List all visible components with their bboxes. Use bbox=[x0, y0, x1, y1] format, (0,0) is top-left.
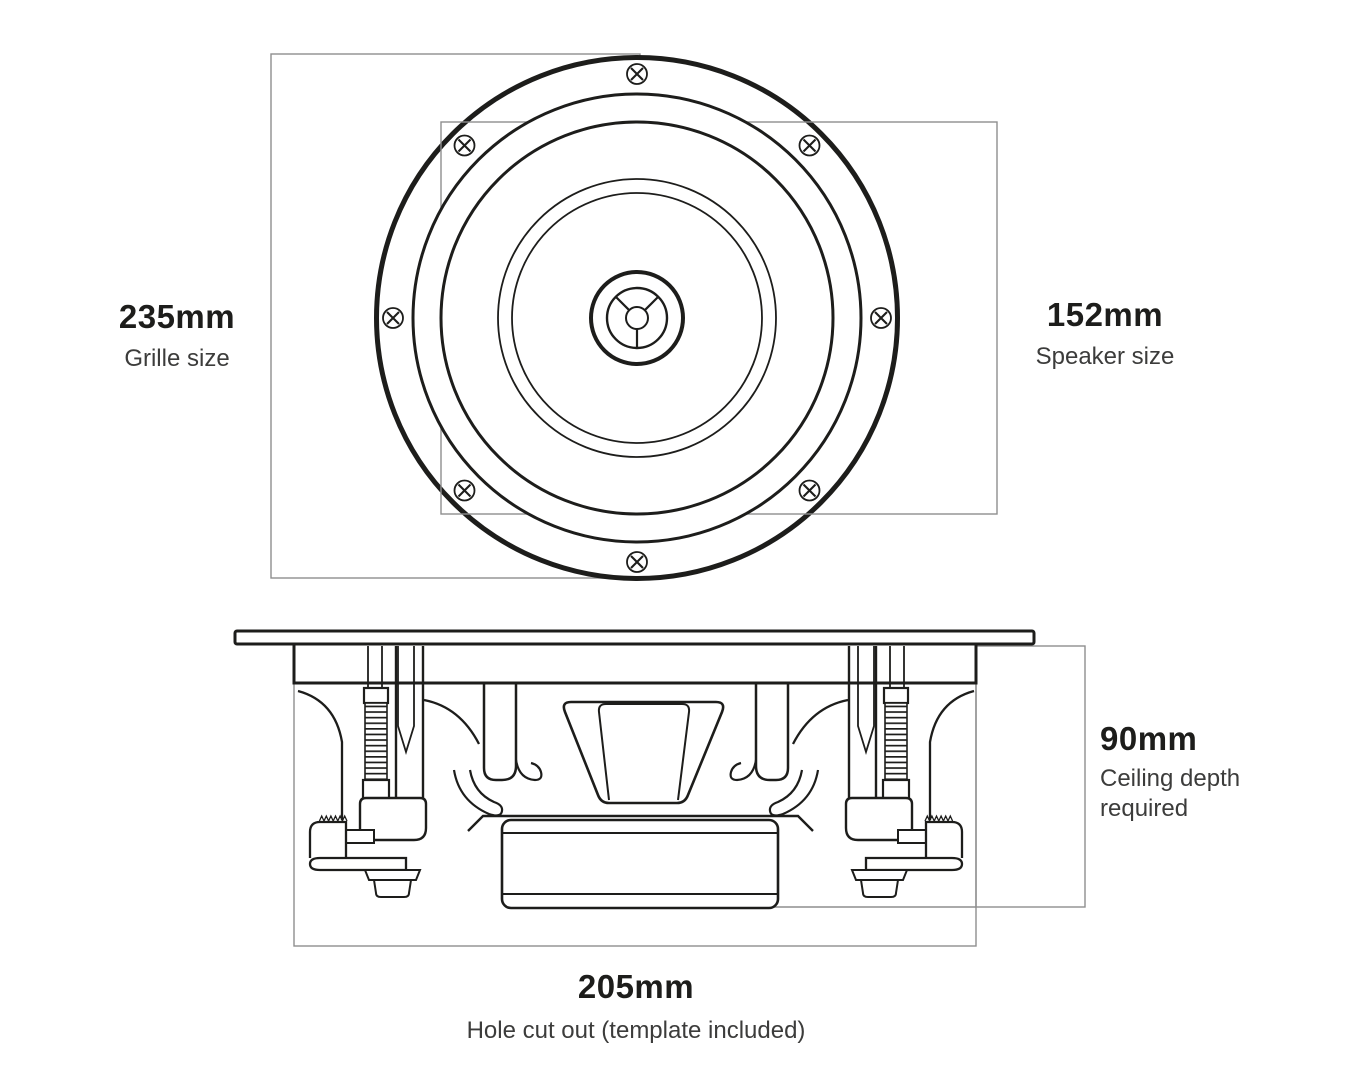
dimension-grille: 235mm Grille size bbox=[52, 300, 302, 374]
basket-right bbox=[729, 684, 849, 817]
screw-blade bbox=[857, 646, 875, 756]
bezel-ring bbox=[411, 92, 863, 544]
screw-icon bbox=[798, 479, 821, 502]
clamp-assembly-right bbox=[844, 646, 975, 898]
screw-icon bbox=[870, 307, 892, 329]
surround-hook bbox=[768, 769, 820, 817]
cone-ring-2 bbox=[511, 192, 763, 444]
screw-icon bbox=[626, 63, 648, 85]
serration bbox=[924, 814, 954, 823]
cone-outer-ring bbox=[439, 120, 835, 516]
ceiling-depth-measure-box bbox=[975, 645, 1086, 908]
depth-value: 90mm bbox=[1100, 720, 1198, 757]
clamp-foot bbox=[850, 869, 909, 898]
speaker-front-view bbox=[270, 53, 998, 581]
screw-icon bbox=[453, 479, 476, 502]
grille-value: 235mm bbox=[118, 298, 236, 335]
flange-plate bbox=[233, 629, 1036, 646]
cone-section bbox=[562, 700, 725, 805]
threaded-rod bbox=[884, 702, 908, 781]
hub-spokes bbox=[614, 295, 660, 348]
chassis-body bbox=[292, 642, 978, 685]
dog-ear-bracket bbox=[864, 814, 964, 872]
screw-icon bbox=[453, 134, 476, 157]
spider-rim bbox=[467, 814, 814, 832]
clamp-assembly-left bbox=[297, 646, 428, 898]
speaker-side-view bbox=[233, 629, 1086, 947]
depth-label: Ceiling depth required bbox=[1100, 765, 1241, 822]
magnet-assembly bbox=[500, 818, 780, 910]
screw-icon bbox=[798, 134, 821, 157]
dimension-speaker: 152mm Speaker size bbox=[980, 298, 1230, 372]
hole-value: 205mm bbox=[577, 968, 695, 1005]
speaker-value: 152mm bbox=[1046, 296, 1164, 333]
chassis-arm bbox=[791, 698, 849, 745]
dimension-hole: 205mm Hole cut out (template included) bbox=[436, 970, 836, 1046]
grille-screws bbox=[382, 63, 892, 573]
hole-label: Hole cut out (template included) bbox=[466, 1017, 806, 1044]
dimension-depth: 90mm Ceiling depth required bbox=[1100, 722, 1330, 824]
cone-ring-1 bbox=[497, 178, 777, 458]
hub-outer bbox=[589, 270, 685, 366]
grille-label: Grille size bbox=[124, 345, 230, 372]
screw-icon bbox=[382, 307, 404, 329]
outer-arm bbox=[928, 689, 975, 820]
speaker-label: Speaker size bbox=[1035, 343, 1175, 370]
screw-icon bbox=[626, 551, 648, 573]
basket-left bbox=[423, 684, 543, 817]
